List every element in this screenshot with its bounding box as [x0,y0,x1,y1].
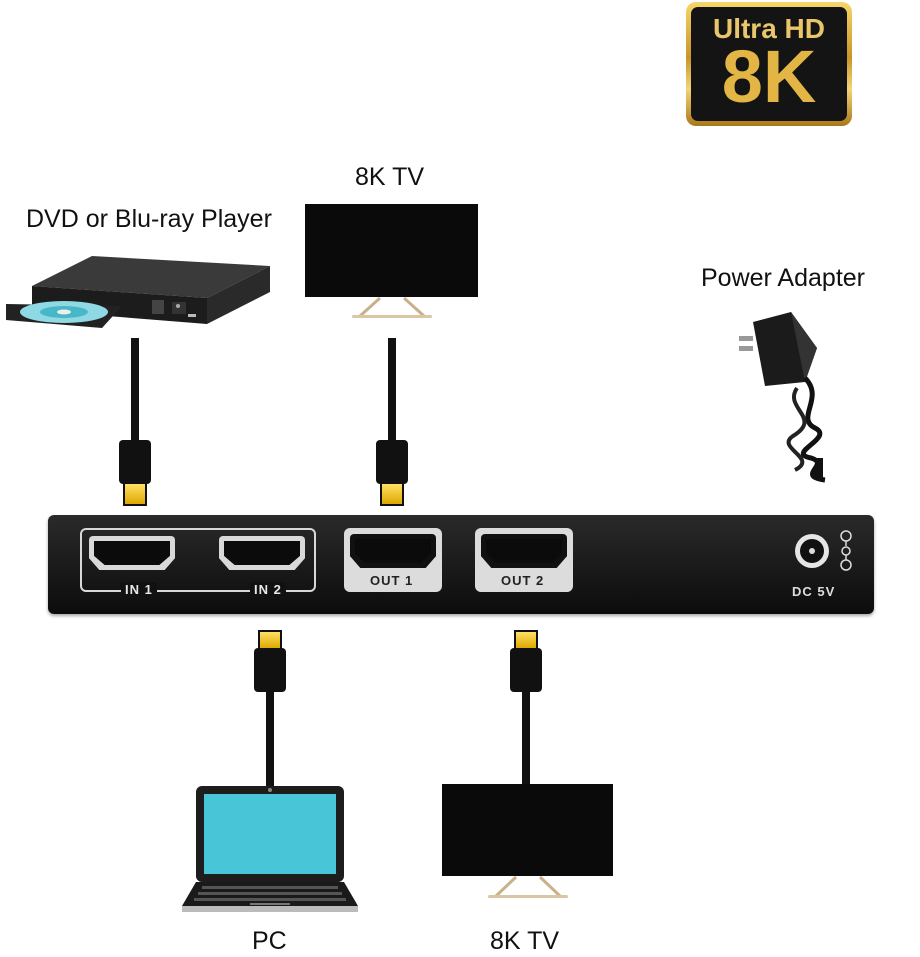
tv-top-label: 8K TV [355,163,425,191]
tv-top-screen [305,204,478,297]
badge-line1: Ultra HD [712,13,825,44]
tv-top-cable [388,338,396,448]
tv-bottom-screen [442,784,613,876]
player-label: DVD or Blu-ray Player [26,205,272,233]
input-port-frame [80,528,316,592]
out2-hdmi-port [481,534,567,568]
laptop-image [182,786,358,912]
tv-bottom-hdmi-plug [510,648,542,692]
bluray-player-image [6,256,270,328]
ultra-hd-8k-badge: Ultra HD 8K [686,2,852,126]
badge-line2: 8K [721,35,817,118]
dc-power-jack [795,530,852,571]
hdmi-switch-device [48,515,874,614]
player-hdmi-tip [123,482,147,506]
tv-top-stand [352,296,432,318]
power-adapter-image [739,312,826,483]
pc-hdmi-plug [254,648,286,692]
player-hdmi-plug [119,440,151,484]
out1-hdmi-port [350,534,436,568]
tv-bottom-cable [522,690,530,786]
out1-label: OUT 1 [370,573,414,588]
in2-hdmi-port [219,536,305,570]
pc-hdmi-tip [258,630,282,650]
tv-top-hdmi-plug [376,440,408,484]
tv-bottom-label: 8K TV [490,927,560,955]
in2-label: IN 2 [250,582,286,597]
in1-label: IN 1 [121,582,157,597]
pc-cable [266,690,274,786]
player-cable [131,338,139,448]
tv-top-hdmi-tip [380,482,404,506]
power-adapter-label: Power Adapter [701,264,865,292]
in1-hdmi-port [89,536,175,570]
dc-5v-label: DC 5V [792,584,836,599]
pc-label: PC [252,927,287,955]
out2-label: OUT 2 [501,573,545,588]
tv-bottom-stand [488,875,568,898]
tv-bottom-hdmi-tip [514,630,538,650]
